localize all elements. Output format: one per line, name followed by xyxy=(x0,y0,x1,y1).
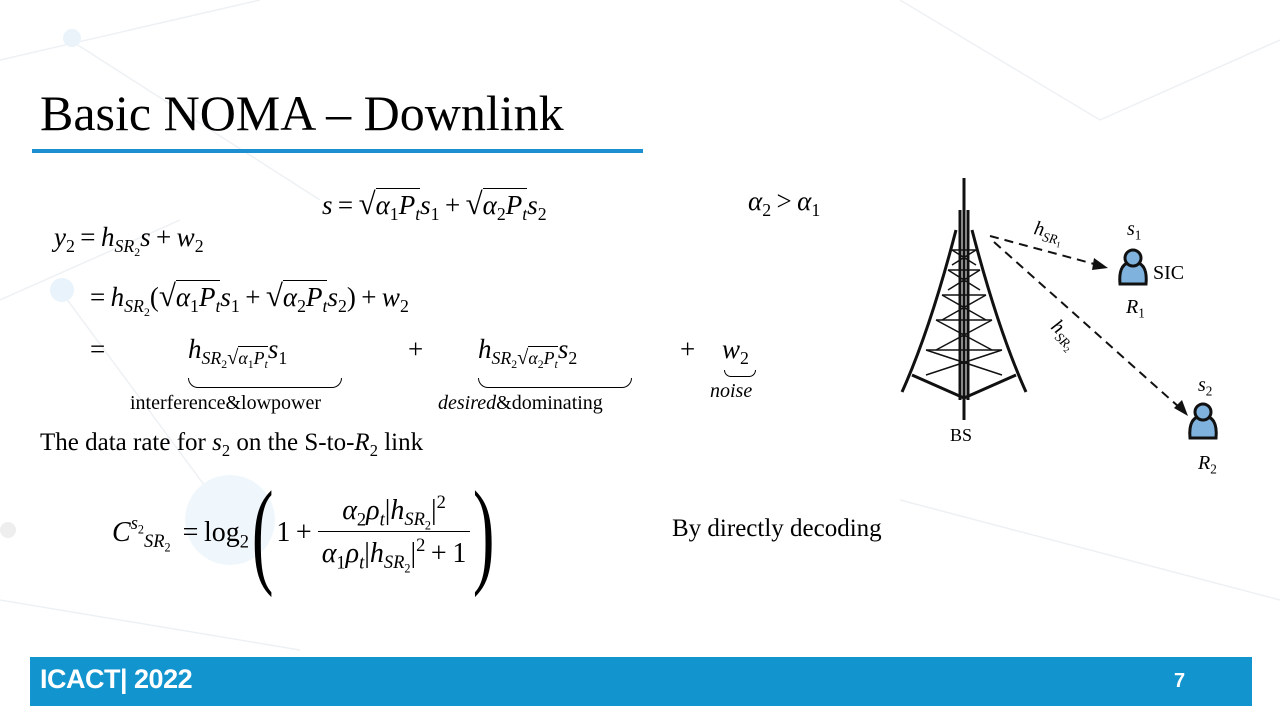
desired-term: hSR2√α2Pts2 xyxy=(478,334,578,372)
capacity-fraction: α2ρt|hSR2|2 α1ρt|hSR2|2 + 1 xyxy=(317,491,471,575)
rate-var2: R2 xyxy=(354,429,378,460)
line3-equals: = xyxy=(90,334,106,364)
left-paren: ( xyxy=(251,466,274,598)
user2-name: R2 xyxy=(1198,452,1217,477)
arrowhead-r1 xyxy=(1092,258,1108,270)
sic-label: SIC xyxy=(1153,262,1185,284)
arrowhead-r2 xyxy=(1174,400,1188,416)
decoding-note: By directly decoding xyxy=(672,515,882,542)
rate-prefix: The data rate for xyxy=(40,429,206,456)
received-signal-line2: = hSR2(√α1Pts1 + √α2Pts2) + w2 xyxy=(90,278,409,320)
noise-term: w2 xyxy=(722,334,749,369)
label-desired: desired&dominating xyxy=(438,392,603,415)
link-arrows xyxy=(989,235,1181,409)
underbrace-noise xyxy=(724,370,756,377)
noma-diagram xyxy=(900,178,1218,440)
user-icon-r2 xyxy=(1188,402,1218,440)
slide-title: Basic NOMA – Downlink xyxy=(40,85,564,141)
footer-brand: ICACT| 2022 xyxy=(40,664,193,694)
label-interference: interference&lowpower xyxy=(130,392,322,414)
title-underline xyxy=(32,149,643,153)
user-icon-r1 xyxy=(1118,248,1148,286)
fraction-denominator: α1ρt|hSR2|2 + 1 xyxy=(317,531,471,575)
rate-var: s2 xyxy=(212,429,231,460)
noise-text: noise xyxy=(710,380,753,402)
user2-signal: s2 xyxy=(1198,374,1213,399)
received-signal-line1: y2 = hSR2s + w2 xyxy=(54,222,204,260)
capacity-lhs: Cs2SR2 xyxy=(112,513,171,555)
capacity-log: = log2 xyxy=(182,516,250,551)
interference-term: hSR2√α1Pts1 xyxy=(188,334,288,372)
right-paren: ) xyxy=(473,466,495,598)
plus-sign: + xyxy=(408,334,424,364)
plus-sign: + xyxy=(680,334,696,364)
footer-bar xyxy=(30,657,1252,706)
power-condition: α2 > α1 xyxy=(748,186,821,221)
fraction-numerator: α2ρt|hSR2|2 xyxy=(342,491,446,533)
capacity-equation: Cs2SR2 = log2 ( 1 + α2ρt|hSR2|2 α1ρt|hSR… xyxy=(112,470,498,595)
rate-suffix: link xyxy=(384,429,424,456)
underbrace-desired xyxy=(478,378,632,388)
signal-equation: s = √α1Pts1 + √α2Pts2 xyxy=(322,186,547,225)
user1-name: R1 xyxy=(1126,296,1145,321)
label-desired-rest: &dominating xyxy=(496,392,603,414)
user1-signal: s1 xyxy=(1127,218,1142,243)
label-noise: noise xyxy=(710,380,752,403)
capacity-one-plus: 1 + xyxy=(276,516,312,548)
label-desired-italic: desired xyxy=(438,392,497,414)
rate-middle: on the S-to- xyxy=(236,429,355,456)
underbrace-interference xyxy=(188,378,342,388)
tower-icon xyxy=(900,178,1028,420)
rate-description: The data rate for s2 on the S-to-R2 link xyxy=(40,429,424,460)
bs-label: BS xyxy=(950,425,973,445)
page-number: 7 xyxy=(1174,670,1186,692)
